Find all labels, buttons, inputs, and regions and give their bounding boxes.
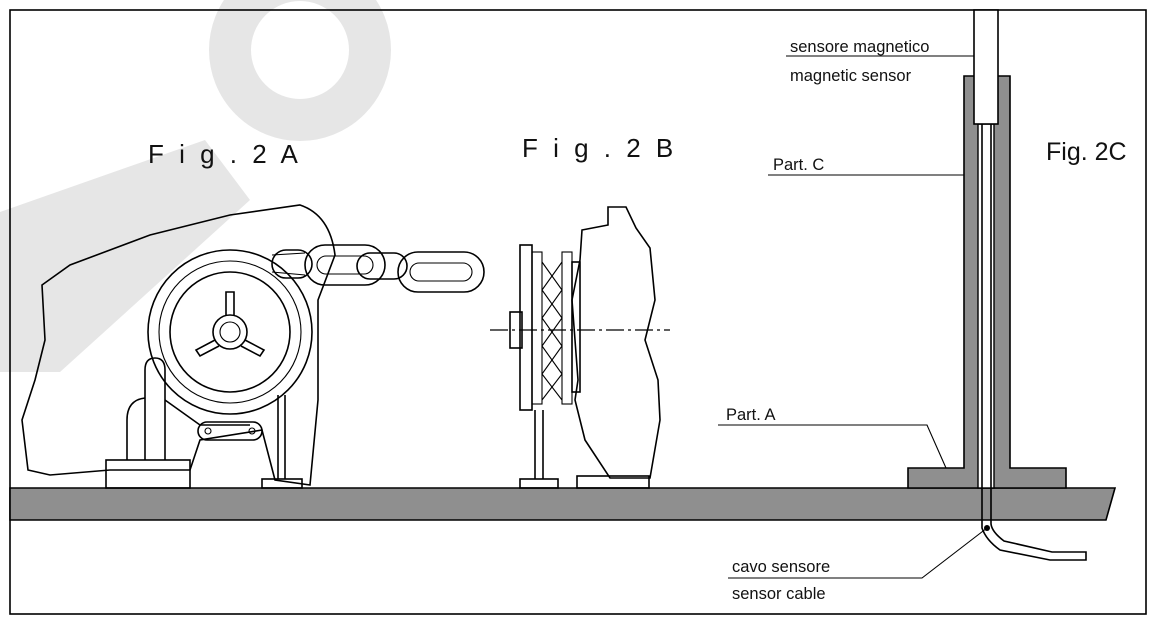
diagram-frame <box>9 9 1147 615</box>
fig-2b-title: F i g . 2 B <box>522 133 677 163</box>
label-cable-it: cavo sensore <box>732 558 830 576</box>
label-sensor-en: magnetic sensor <box>790 67 912 85</box>
sensor-fig-2c <box>907 9 1087 561</box>
deck-plate <box>9 487 1117 521</box>
label-sensor-it: sensore magnetico <box>790 38 929 56</box>
label-part-c: Part. C <box>773 156 824 174</box>
label-part-a: Part. A <box>726 406 776 424</box>
windlass-fig-2a <box>21 204 485 489</box>
watermark <box>0 0 391 372</box>
fig-2c-title: Fig. 2C <box>1046 138 1127 166</box>
label-cable-en: sensor cable <box>732 585 826 603</box>
fig-2a-title: F i g . 2 A <box>148 139 302 169</box>
windlass-fig-2b <box>490 206 670 489</box>
leader-lines <box>718 55 988 579</box>
